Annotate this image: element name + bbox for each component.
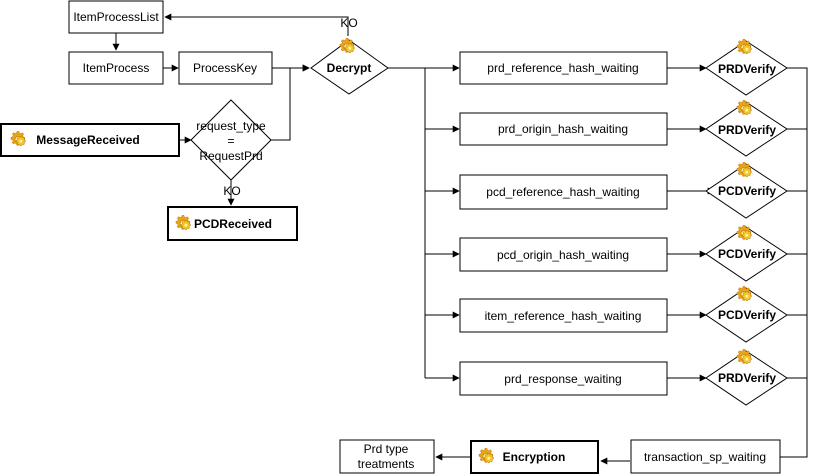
node-verify-2[interactable]: PRDVerify	[705, 101, 788, 157]
verify-3-gear-icon	[736, 161, 752, 178]
prd-type-treatments-line-1: Prd type	[364, 442, 409, 456]
node-transaction-sp-waiting[interactable]: transaction_sp_waiting	[630, 439, 781, 474]
verify-6-label: PRDVerify	[718, 371, 776, 385]
node-message-received[interactable]: MessageReceived	[0, 123, 180, 157]
verify-6-gear-icon	[736, 348, 752, 365]
verify-2-gear-icon	[736, 99, 752, 116]
item-reference-hash-waiting-label: item_reference_hash_waiting	[485, 309, 642, 323]
edges	[112, 13, 808, 465]
verify-1-gear-icon	[736, 38, 752, 55]
node-prd-type-treatments[interactable]: Prd type treatments	[339, 439, 435, 474]
node-item-reference-hash-waiting[interactable]: item_reference_hash_waiting	[459, 298, 668, 333]
node-process-key[interactable]: ProcessKey	[178, 51, 273, 85]
node-request-type[interactable]: request_type = RequestPrd	[190, 99, 272, 181]
verify-4-label: PCDVerify	[718, 247, 776, 261]
edge-decrypt-bus	[388, 67, 426, 378]
node-decrypt[interactable]: Decrypt	[310, 39, 389, 95]
request-type-line-1: request_type	[196, 119, 266, 133]
node-item-process-list[interactable]: ItemProcessList	[68, 0, 164, 34]
item-process-list-label: ItemProcessList	[73, 10, 159, 24]
node-pcd-reference-hash-waiting[interactable]: pcd_reference_hash_waiting	[459, 174, 668, 210]
verify-2-label: PRDVerify	[718, 123, 776, 137]
edge-verify-right-bus	[768, 67, 808, 458]
verify-5-label: PCDVerify	[718, 308, 776, 322]
pcd-received-label: PCDReceived	[194, 217, 272, 231]
node-item-process[interactable]: ItemProcess	[68, 51, 164, 85]
node-verify-5[interactable]: PCDVerify	[705, 287, 788, 343]
request-type-line-3: RequestPrd	[199, 149, 262, 163]
node-pcd-origin-hash-waiting[interactable]: pcd_origin_hash_waiting	[459, 237, 668, 272]
verify-4-gear-icon	[736, 224, 752, 241]
decrypt-gear-icon	[339, 37, 355, 54]
process-key-label: ProcessKey	[193, 61, 257, 75]
node-verify-1[interactable]: PRDVerify	[705, 40, 788, 96]
node-verify-3[interactable]: PCDVerify	[705, 163, 788, 219]
item-process-label: ItemProcess	[83, 61, 150, 75]
node-verify-4[interactable]: PCDVerify	[705, 226, 788, 282]
message-received-label: MessageReceived	[36, 133, 139, 147]
node-prd-reference-hash-waiting[interactable]: prd_reference_hash_waiting	[459, 51, 668, 85]
verify-3-label: PCDVerify	[718, 184, 776, 198]
node-encryption[interactable]: Encryption	[470, 440, 599, 474]
verify-5-gear-icon	[736, 285, 752, 302]
message-received-gear-icon	[10, 130, 26, 147]
node-prd-response-waiting[interactable]: prd_response_waiting	[459, 361, 668, 396]
node-verify-6[interactable]: PRDVerify	[705, 350, 788, 406]
prd-response-waiting-label: prd_response_waiting	[504, 372, 621, 386]
encryption-label: Encryption	[503, 450, 566, 464]
prd-reference-hash-waiting-label: prd_reference_hash_waiting	[487, 61, 638, 75]
request-type-ko-label: KO	[223, 184, 240, 198]
transaction-sp-waiting-label: transaction_sp_waiting	[644, 450, 766, 464]
edge-decrypt-ko-to-itemprocesslist	[164, 13, 349, 36]
pcd-received-gear-icon	[175, 214, 191, 231]
prd-origin-hash-waiting-label: prd_origin_hash_waiting	[498, 122, 628, 136]
node-prd-origin-hash-waiting[interactable]: prd_origin_hash_waiting	[459, 112, 668, 146]
verify-1-label: PRDVerify	[718, 62, 776, 76]
decrypt-label: Decrypt	[327, 61, 372, 75]
prd-type-treatments-line-2: treatments	[358, 457, 415, 471]
request-type-line-2: =	[227, 134, 234, 148]
pcd-reference-hash-waiting-label: pcd_reference_hash_waiting	[486, 185, 639, 199]
encryption-gear-icon	[478, 447, 494, 464]
edge-request-type-to-decrypt	[271, 64, 310, 141]
decrypt-ko-label: KO	[340, 16, 357, 30]
pcd-origin-hash-waiting-label: pcd_origin_hash_waiting	[497, 248, 629, 262]
